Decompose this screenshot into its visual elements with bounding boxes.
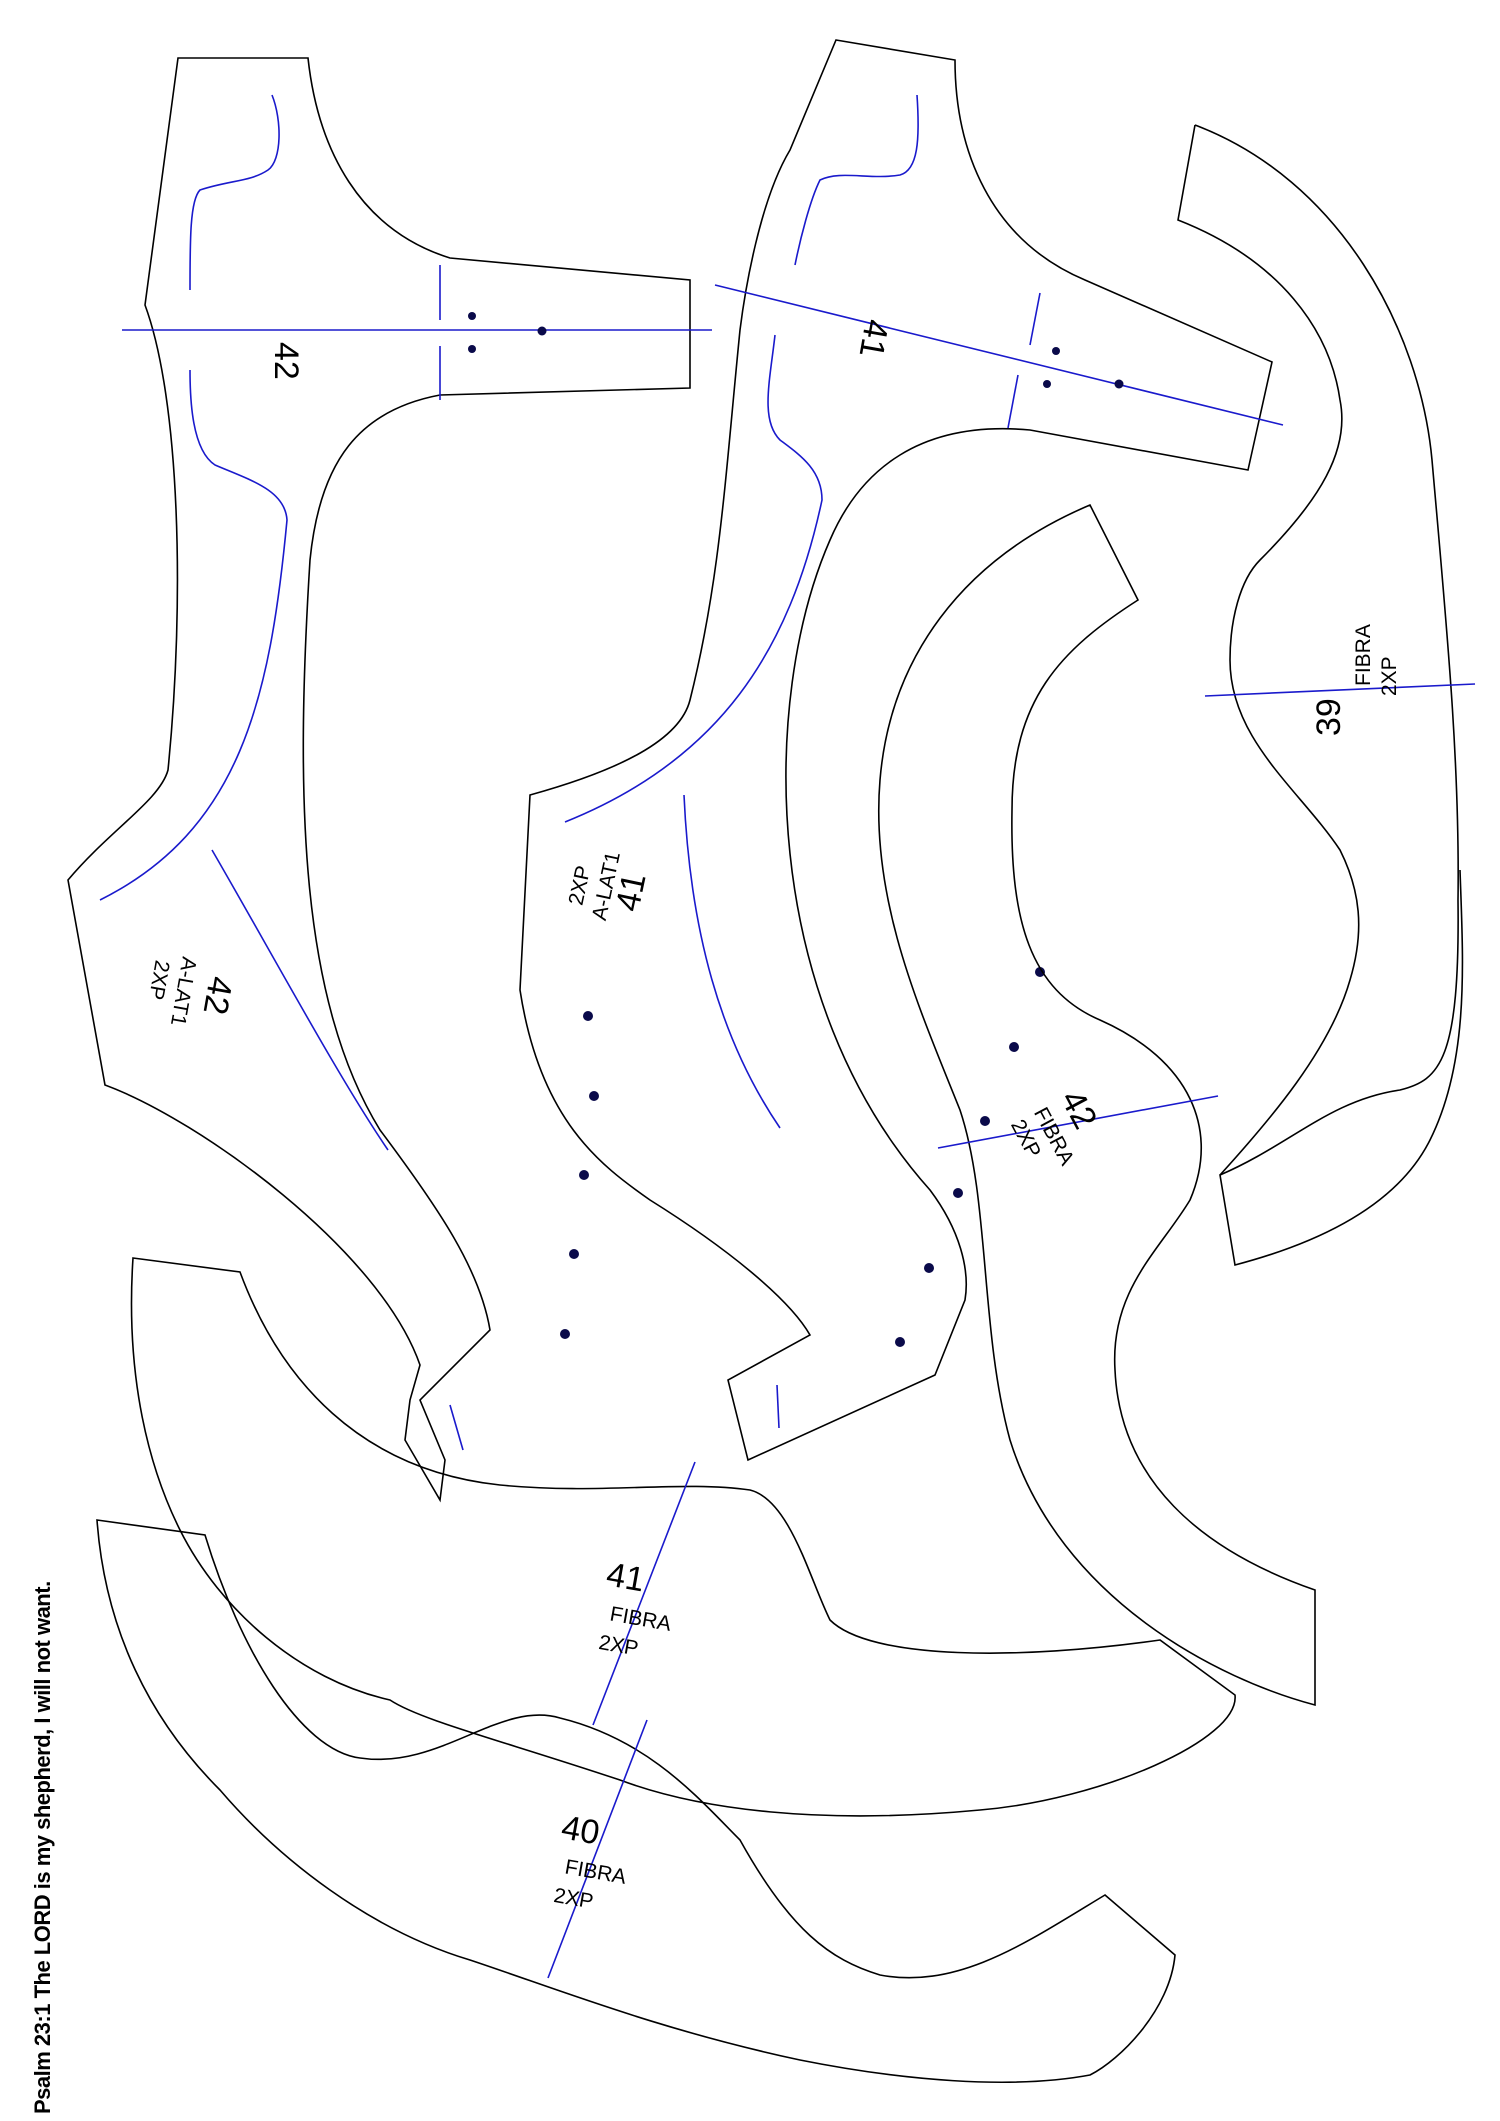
piece-name-label: FIBRA	[1352, 624, 1375, 686]
drill-mark	[1043, 380, 1051, 388]
piece-outline	[130, 1257, 1236, 1817]
piece-outline	[877, 503, 1316, 1707]
grain-line	[547, 1719, 648, 1979]
stitch-slot	[776, 1384, 780, 1429]
drill-mark	[468, 345, 476, 353]
grain-line	[592, 1461, 696, 1726]
grain-line	[937, 1095, 1219, 1149]
pattern-piece-40-fibra: 40 FIBRA 2XP	[96, 1519, 1176, 2084]
pattern-piece-42-fibra: 42 FIBRA 2XP	[877, 503, 1316, 1707]
piece-label-group: 42 A-LAT1 2XP	[144, 955, 240, 1028]
stitch-slot	[1007, 374, 1019, 429]
stitch-slot	[449, 1404, 464, 1451]
grain-line	[714, 284, 1284, 426]
pattern-piece-39-fibra: 39 FIBRA 2XP	[1177, 124, 1476, 1266]
piece-label-group: 40 FIBRA 2XP	[552, 1808, 628, 1914]
piece-size-label: 42	[267, 342, 305, 380]
stitch-slot	[211, 849, 389, 1151]
piece-size-label: 42	[196, 974, 240, 1018]
pattern-piece-41-upper: 41 41 A-LAT1 2XP	[519, 39, 1284, 1462]
piece-label-group: 42 FIBRA 2XP	[1006, 1084, 1104, 1169]
drill-mark	[569, 1249, 579, 1259]
piece-label-group: 39 FIBRA 2XP	[1310, 624, 1401, 736]
drill-mark	[980, 1116, 990, 1126]
piece-qty-label: 2XP	[144, 958, 174, 1001]
drill-mark	[1052, 347, 1060, 355]
piece-name-label: FIBRA	[563, 1855, 628, 1888]
drill-mark	[537, 326, 547, 336]
drill-mark	[953, 1188, 963, 1198]
pattern-piece-42-upper: 42 42 A-LAT1 2XP	[67, 57, 712, 1503]
piece-qty-label: 2XP	[1378, 656, 1401, 696]
drill-mark	[1114, 379, 1124, 389]
drill-mark	[583, 1011, 593, 1021]
drill-mark	[468, 312, 476, 320]
piece-name-label: FIBRA	[608, 1602, 673, 1635]
piece-size-label: 41	[852, 317, 896, 361]
grain-line	[1204, 683, 1476, 697]
stitch-slot	[99, 369, 288, 901]
stitch-slot	[189, 94, 280, 291]
piece-outline	[1177, 124, 1360, 1176]
piece-outline	[1194, 124, 1464, 1266]
piece-outline	[67, 57, 691, 1503]
drill-mark	[1035, 967, 1045, 977]
piece-label-group: 41 A-LAT1 2XP	[565, 850, 654, 923]
piece-size-label: 41	[609, 870, 654, 915]
piece-label-group: 41 FIBRA 2XP	[597, 1555, 673, 1661]
stitch-slot	[1029, 292, 1041, 346]
stitch-slot	[564, 334, 823, 823]
drill-mark	[589, 1091, 599, 1101]
piece-qty-label: 2XP	[552, 1884, 595, 1914]
drill-mark	[560, 1329, 570, 1339]
piece-size-label: 40	[559, 1808, 603, 1852]
stitch-slot	[683, 794, 781, 1129]
piece-outline	[519, 39, 1273, 1462]
drill-mark	[924, 1263, 934, 1273]
pattern-piece-41-fibra: 41 FIBRA 2XP	[130, 1257, 1236, 1817]
drill-mark	[895, 1337, 905, 1347]
piece-qty-label: 2XP	[597, 1631, 640, 1661]
psalm-quote: Psalm 23:1 The LORD is my shepherd, I wi…	[30, 1581, 55, 2114]
piece-size-label: 41	[604, 1555, 648, 1599]
piece-outline	[96, 1519, 1176, 2084]
piece-size-label: 39	[1310, 698, 1348, 736]
stitch-slot	[794, 94, 919, 266]
drill-mark	[579, 1170, 589, 1180]
drill-mark	[1009, 1042, 1019, 1052]
